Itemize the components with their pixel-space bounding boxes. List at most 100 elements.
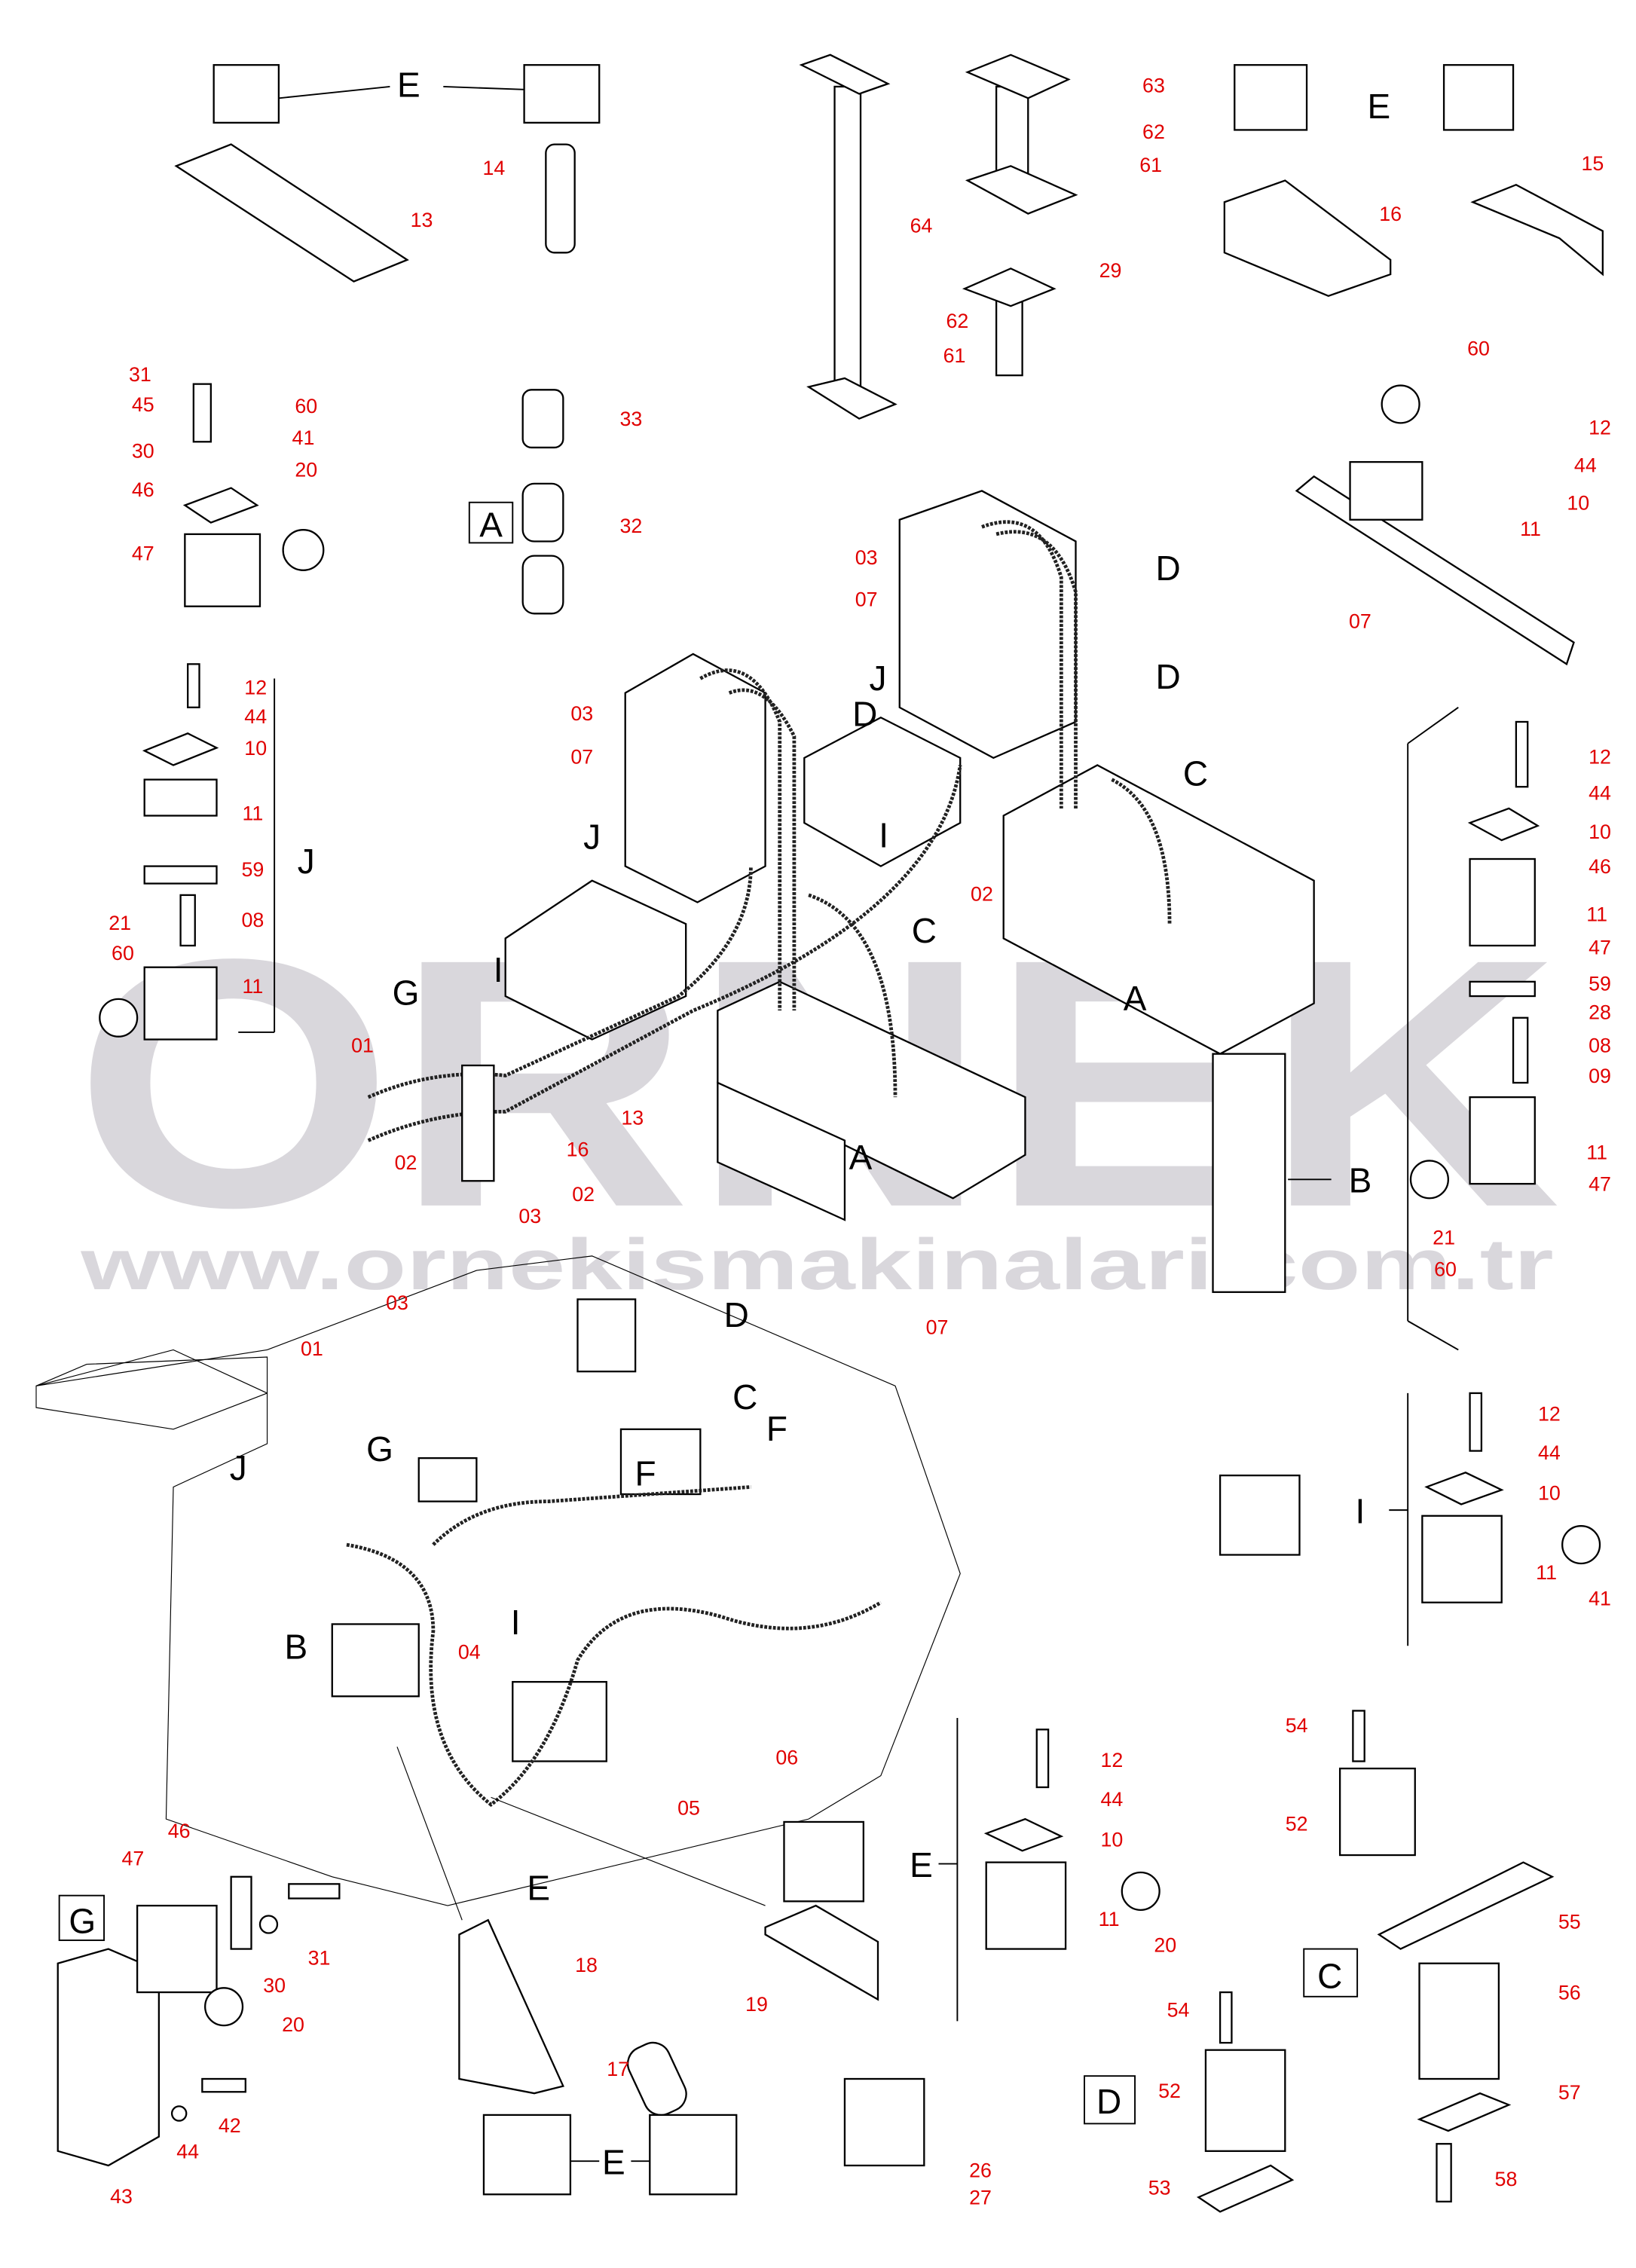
part-number-callout: 27 [969, 2187, 992, 2209]
part-number-callout: 56 [1558, 1982, 1581, 2004]
part-number-callout: 07 [926, 1316, 949, 1338]
section-letter-label: I [494, 950, 503, 989]
part-number-callout: 44 [244, 705, 267, 728]
part-number-callout: 20 [1154, 1933, 1176, 1956]
part-number-callout: 21 [1433, 1227, 1455, 1249]
section-letter-label: J [298, 842, 315, 881]
part-number-callout: 12 [1589, 746, 1611, 769]
section-letter-label: C [1183, 753, 1208, 793]
part-number-callout: 16 [1379, 203, 1402, 225]
part-number-callout: 47 [132, 542, 154, 564]
part-number-callout: 26 [969, 2159, 992, 2181]
section-letter-label: G [69, 1901, 96, 1940]
section-letter-label: B [1349, 1161, 1372, 1200]
part-number-callout: 46 [132, 478, 154, 501]
part-number-callout: 03 [518, 1205, 541, 1227]
part-number-callout: 12 [1100, 1749, 1123, 1771]
section-letter-label: E [602, 2142, 625, 2181]
part-number-callout: 41 [292, 426, 315, 449]
part-number-callout: 03 [570, 702, 593, 725]
part-number-callout: 54 [1167, 1999, 1190, 2022]
section-letter-label: C [912, 911, 937, 950]
part-number-callout: 11 [1586, 1142, 1607, 1164]
part-number-callout: 19 [745, 1993, 768, 2016]
part-number-callout: 07 [855, 588, 878, 611]
part-number-callout: 11 [1520, 518, 1541, 540]
part-number-callout: 55 [1558, 1911, 1581, 1933]
part-number-callout: 33 [619, 408, 642, 430]
part-number-callout: 42 [219, 2114, 241, 2137]
section-letter-label: D [724, 1295, 749, 1334]
section-letter-label: E [910, 1845, 933, 1884]
part-number-callout: 59 [1589, 972, 1611, 995]
part-number-callout: 60 [1434, 1258, 1457, 1281]
part-number-callout: 14 [482, 157, 505, 179]
section-letter-label: E [1368, 87, 1391, 126]
part-number-callout: 44 [1538, 1441, 1561, 1464]
part-number-callout: 60 [112, 942, 134, 964]
part-number-callout: 11 [1099, 1908, 1120, 1930]
part-number-callout: 53 [1148, 2176, 1171, 2199]
section-letter-label: J [230, 1448, 247, 1487]
section-letter-label: A [849, 1138, 873, 1177]
section-letter-label: I [511, 1603, 521, 1642]
part-number-callout: 10 [1538, 1482, 1561, 1505]
part-number-callout: 07 [1349, 610, 1371, 632]
part-number-callout: 60 [295, 395, 317, 417]
section-letter-label: E [397, 65, 420, 104]
part-number-callout: 07 [570, 746, 593, 769]
section-letter-label: F [635, 1454, 656, 1493]
part-number-callout: 41 [1589, 1588, 1611, 1610]
part-number-callout: 03 [855, 546, 878, 569]
part-number-callout: 60 [1467, 337, 1490, 359]
part-number-callout: 16 [567, 1139, 589, 1161]
part-number-callout: 52 [1286, 1812, 1308, 1835]
part-number-callout: 43 [110, 2185, 133, 2208]
part-number-callout: 03 [386, 1291, 408, 1314]
part-number-callout: 12 [1589, 417, 1611, 439]
part-number-callout: 15 [1582, 152, 1604, 175]
section-letter-label: C [1317, 1956, 1342, 1995]
part-number-callout: 02 [395, 1151, 417, 1174]
part-number-callout: 09 [1589, 1065, 1611, 1087]
section-letter-label: A [479, 506, 503, 545]
part-number-callout: 20 [282, 2013, 304, 2036]
part-number-callout: 31 [129, 363, 151, 386]
part-number-callout: 64 [910, 214, 933, 237]
part-number-callout: 01 [301, 1337, 323, 1360]
part-number-callout: 28 [1589, 1001, 1611, 1024]
part-number-callout: 11 [1536, 1561, 1557, 1584]
part-number-callout: 10 [244, 737, 267, 760]
section-letter-label: D [1096, 2082, 1121, 2121]
part-number-callout: 62 [1142, 121, 1165, 143]
part-number-callout: 47 [121, 1847, 144, 1869]
section-letter-label: D [1156, 549, 1181, 588]
part-number-callout: 11 [242, 802, 263, 824]
part-number-callout: 59 [241, 858, 264, 881]
part-number-callout: 57 [1558, 2081, 1581, 2104]
section-letter-label: B [285, 1627, 308, 1666]
part-number-callout: 06 [775, 1746, 798, 1768]
section-letter-label: J [583, 818, 601, 857]
part-number-callout: 61 [1139, 154, 1162, 176]
part-number-callout: 44 [176, 2140, 199, 2163]
machine-drawing [35, 53, 1604, 2213]
part-number-callout: 17 [607, 2058, 629, 2080]
section-letter-label: G [393, 974, 420, 1013]
part-number-callout: 62 [946, 310, 968, 332]
part-number-callout: 46 [1589, 855, 1611, 878]
section-letter-label: G [366, 1429, 393, 1469]
callout-labels: E1314E6463626129626116153145304647604120… [69, 65, 1611, 2208]
part-number-callout: 44 [1589, 781, 1611, 804]
part-number-callout: 44 [1574, 454, 1597, 477]
part-number-callout: 10 [1567, 491, 1589, 514]
part-number-callout: 08 [1589, 1035, 1611, 1057]
section-letter-label: F [766, 1409, 787, 1448]
part-number-callout: 18 [575, 1954, 598, 1976]
part-number-callout: 13 [621, 1107, 644, 1129]
part-number-callout: 20 [295, 458, 317, 481]
part-number-callout: 44 [1100, 1788, 1123, 1811]
part-number-callout: 58 [1495, 2168, 1518, 2190]
section-letter-label: C [732, 1377, 757, 1417]
